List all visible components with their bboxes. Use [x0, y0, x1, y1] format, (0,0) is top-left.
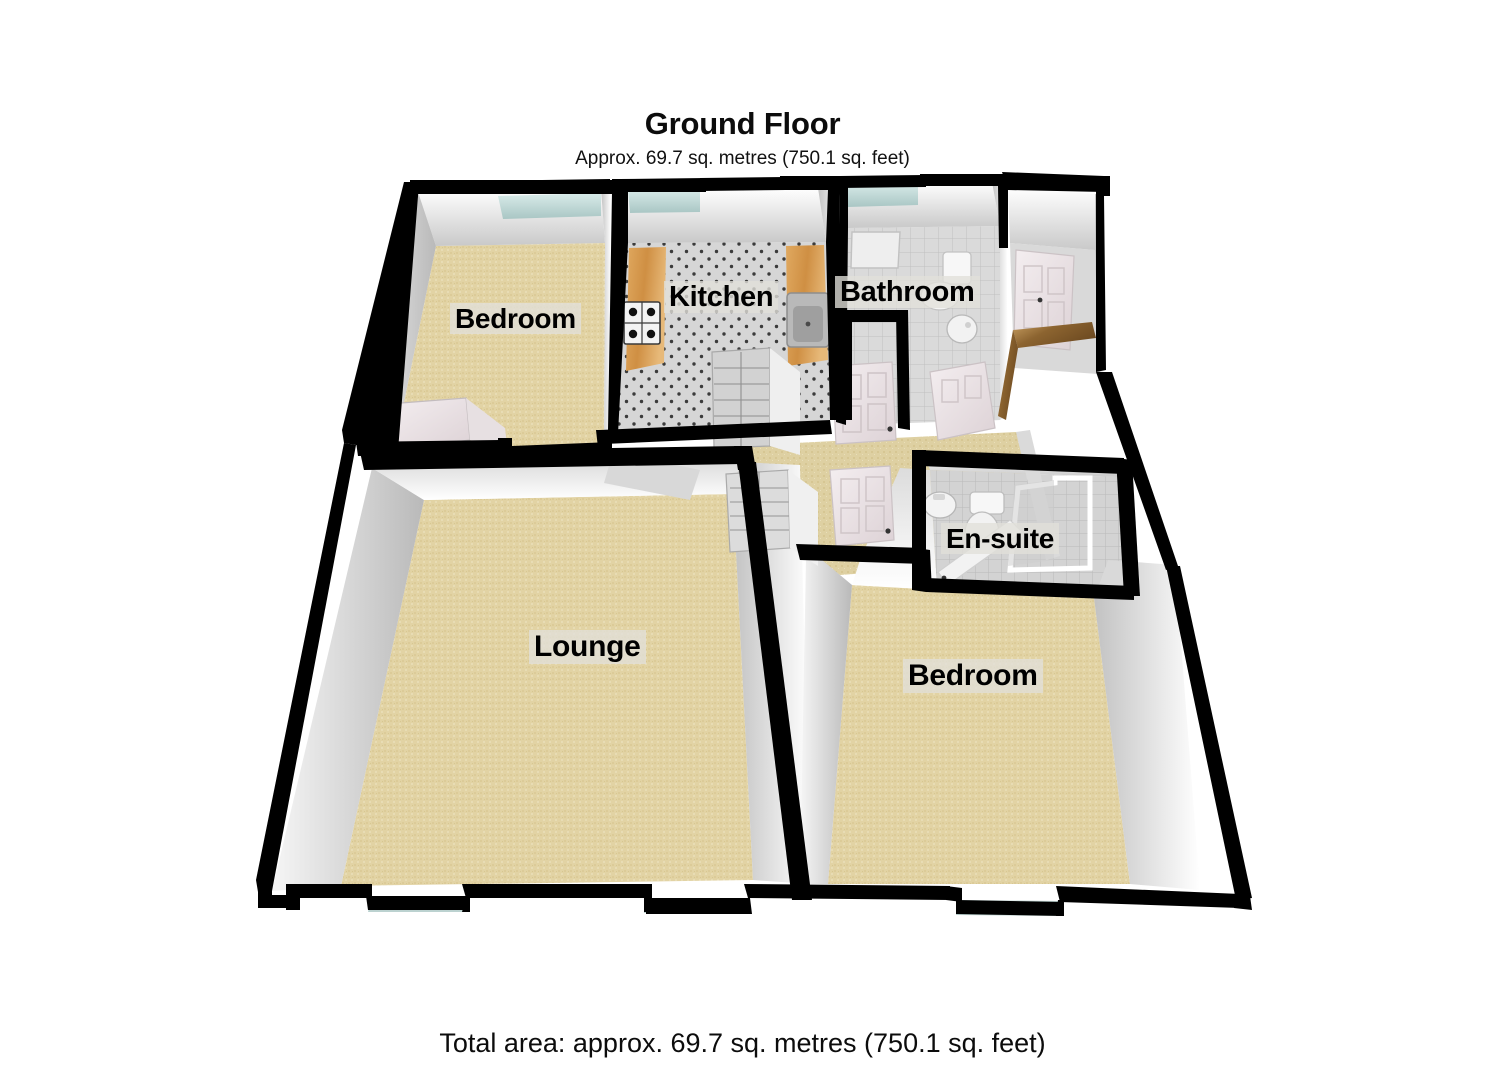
kitchen-sink-icon: [786, 292, 830, 348]
door-bathroom: [929, 361, 996, 441]
window-top-2: [628, 189, 700, 213]
room-label-lounge: Lounge: [529, 630, 646, 664]
kitchen-hob-icon: [623, 301, 661, 345]
total-area-caption: Total area: approx. 69.7 sq. metres (750…: [439, 1028, 1046, 1058]
door-entrance-wood: [1013, 322, 1096, 348]
bedroom-2-floor: [828, 585, 1130, 884]
room-label-bathroom: Bathroom: [835, 276, 980, 309]
page-subtitle: Approx. 69.7 sq. metres (750.1 sq. feet): [575, 148, 910, 169]
room-label-ensuite: En-suite: [941, 523, 1060, 555]
room-label-bedroom-1: Bedroom: [450, 303, 581, 335]
ensuite-basin-icon: [923, 491, 957, 519]
page-title: Ground Floor: [644, 106, 841, 141]
window-top-3: [846, 183, 918, 207]
door-bedroom-2: [829, 465, 895, 547]
room-label-kitchen: Kitchen: [664, 281, 779, 314]
wall-outlines: [256, 172, 1252, 916]
window-top-1: [498, 193, 601, 219]
doors: [387, 249, 1096, 586]
washbasin-icon: [946, 314, 978, 344]
bathtub-icon: [850, 231, 901, 269]
lounge-floor: [341, 494, 753, 886]
room-label-bedroom-2: Bedroom: [903, 659, 1043, 693]
door-bathroom-inner: [1013, 249, 1075, 351]
